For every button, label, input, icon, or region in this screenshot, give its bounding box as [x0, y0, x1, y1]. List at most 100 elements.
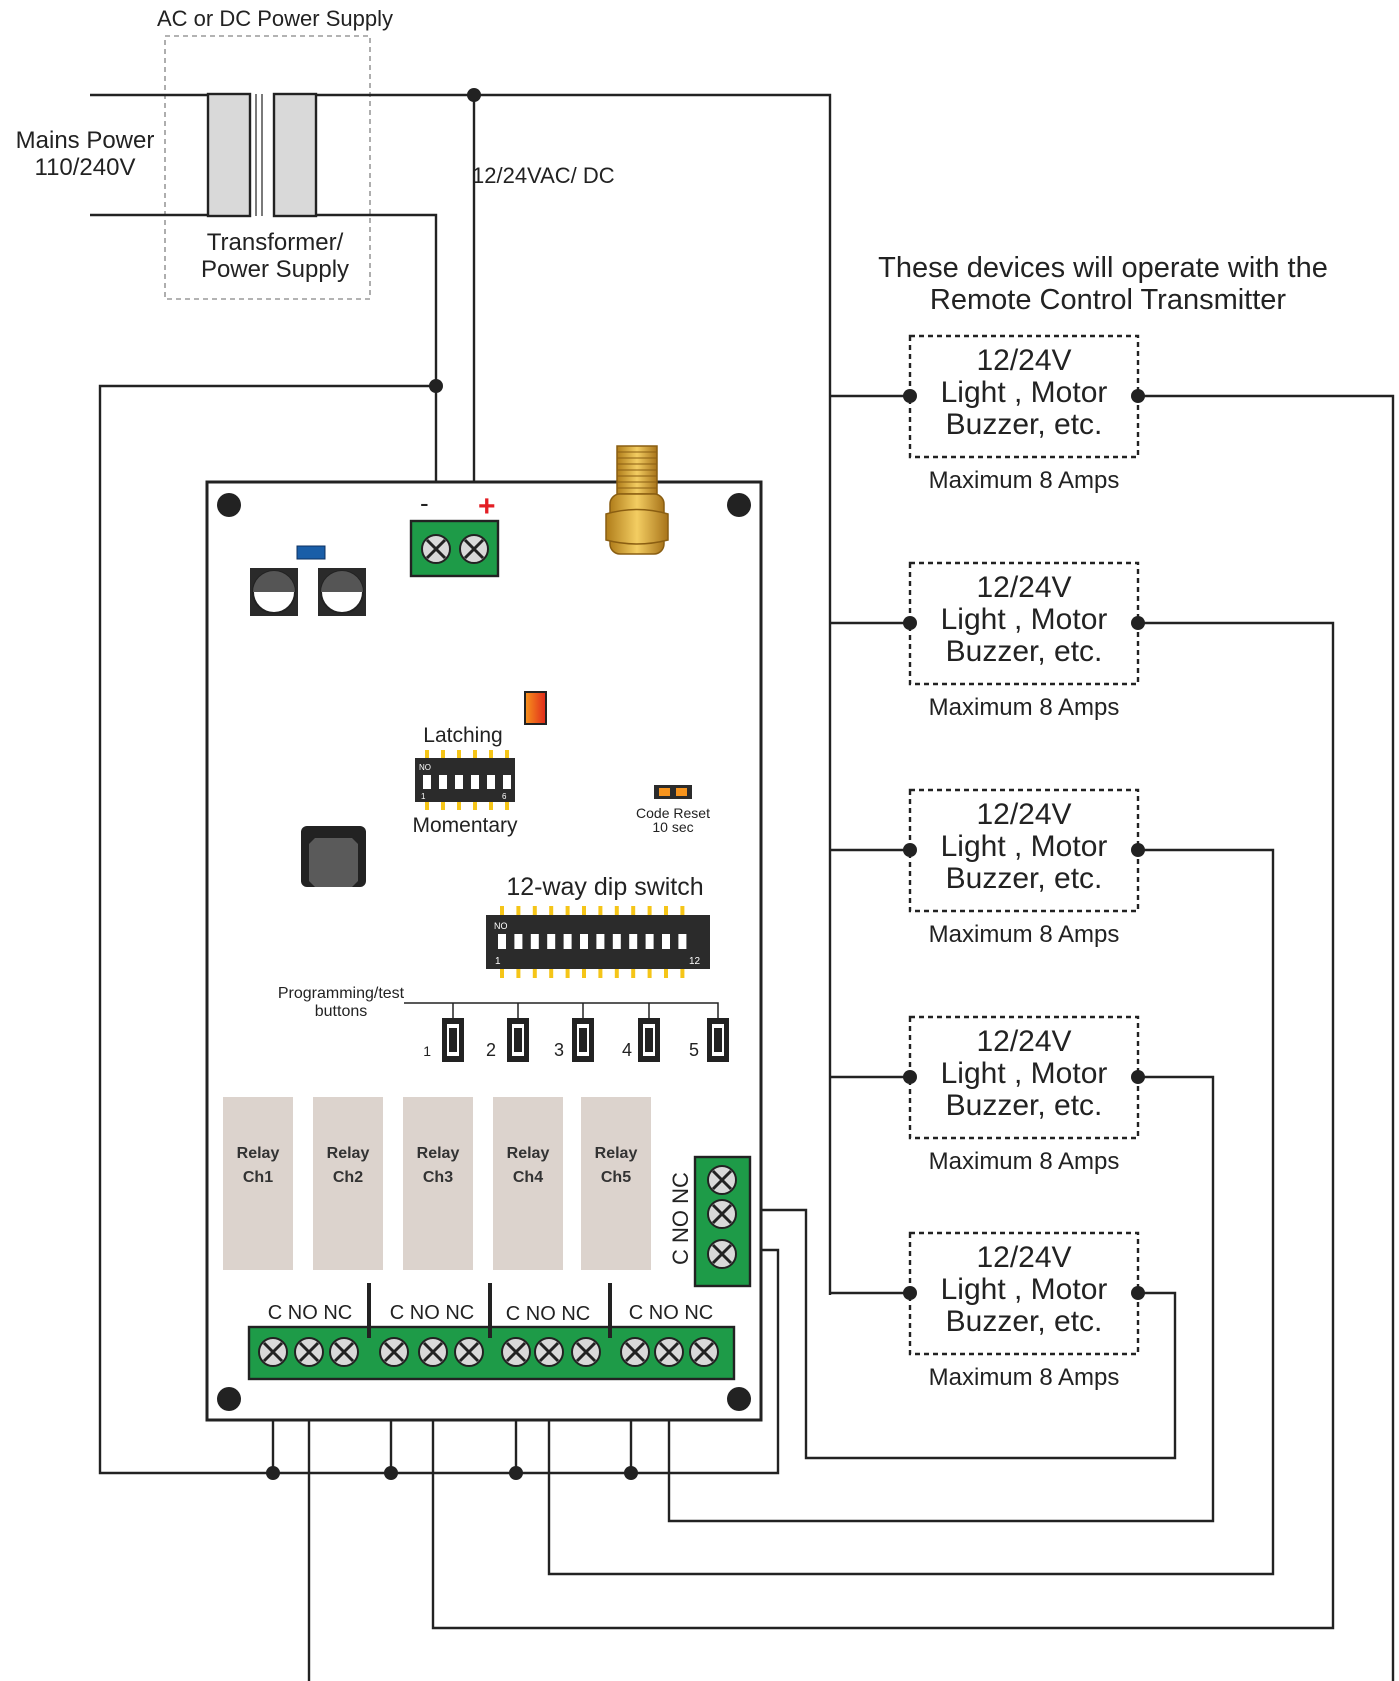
negative-common-wire	[98, 384, 780, 1475]
power-terminal-block: - +	[409, 488, 500, 578]
programming-button: 1	[423, 1018, 464, 1062]
mounting-hole	[217, 1387, 241, 1411]
device-box-1: 12/24V Light , Motor Buzzer, etc. Maximu…	[903, 334, 1145, 494]
dip-pin	[516, 906, 521, 915]
positive-bus-wire	[316, 93, 832, 1295]
transformer-secondary-coil	[272, 92, 318, 218]
relay-label: Relay	[417, 1145, 460, 1162]
device-voltage: 12/24V	[976, 1025, 1071, 1058]
dip-pin	[565, 969, 570, 978]
devices-panel: These devices will operate with the Remo…	[878, 252, 1328, 1391]
device-type: Light , Motor	[941, 1057, 1108, 1090]
push-button-icon	[301, 826, 366, 887]
mounting-hole	[727, 1387, 751, 1411]
screw-terminal-icon	[329, 1337, 359, 1367]
screw-terminal-icon	[501, 1337, 531, 1367]
dip-pin	[500, 969, 504, 978]
dip-key	[580, 934, 588, 949]
twelve-way-dip-switch: 12-way dip switch NO 1 12	[486, 873, 710, 978]
screw-terminal-icon	[379, 1337, 409, 1367]
dip-pin	[582, 969, 586, 978]
device-rating: Maximum 8 Amps	[929, 467, 1120, 494]
dip-pin	[680, 969, 685, 978]
supply-voltage-label: 12/24VAC/ DC	[472, 163, 615, 188]
minus-symbol: -	[420, 488, 429, 518]
screw-terminal-icon	[421, 534, 451, 564]
junction-dot	[509, 1466, 523, 1480]
power-supply: AC or DC Power Supply Mains Power 110/24…	[16, 6, 615, 300]
dip-key	[530, 934, 539, 949]
side-terminal-label: C NO NC	[668, 1172, 693, 1265]
screw-terminal-icon	[294, 1337, 324, 1367]
terminal-group-label: C NO NC	[629, 1302, 713, 1324]
programming-button-label: 3	[554, 1040, 564, 1060]
terminal-group-label: C NO NC	[506, 1303, 590, 1325]
dip-pin	[647, 969, 652, 978]
device2-return	[431, 621, 1335, 1630]
dip-pin	[582, 906, 586, 915]
device-type-2: Buzzer, etc.	[946, 1089, 1103, 1122]
device-type-2: Buzzer, etc.	[946, 408, 1103, 441]
negative-to-board-wire	[316, 213, 438, 535]
dip-key	[514, 934, 523, 949]
mounting-hole	[217, 493, 241, 517]
momentary-label: Momentary	[412, 814, 518, 837]
dip12-last-label: 12	[689, 956, 701, 967]
terminal-group-label: C NO NC	[268, 1302, 352, 1324]
device-voltage: 12/24V	[976, 1241, 1071, 1274]
device-type: Light , Motor	[941, 376, 1108, 409]
relay-label: Relay	[327, 1145, 370, 1162]
device3-return	[547, 848, 1275, 1576]
screw-terminal-icon	[454, 1337, 484, 1367]
code-reset-jumper: Code Reset 10 sec	[636, 785, 710, 835]
devices-heading-line1: These devices will operate with the	[878, 252, 1328, 284]
device4-return	[667, 1075, 1215, 1523]
device1-return	[1138, 394, 1395, 1681]
junction-dot	[429, 379, 443, 393]
relay-channel-label: Ch1	[243, 1169, 273, 1186]
device-rating: Maximum 8 Amps	[929, 694, 1120, 721]
receiver-board: - + Latching	[205, 445, 763, 1422]
dip-pin	[614, 906, 619, 915]
dip-pin	[664, 906, 668, 915]
wires	[90, 93, 1395, 1681]
dip12-on-label: NO	[494, 921, 508, 931]
dip-pin	[532, 969, 537, 978]
dip-key	[547, 934, 556, 949]
dip-first-label: 1	[421, 792, 426, 801]
code-reset-time-label: 10 sec	[652, 819, 693, 835]
mains-voltage-label: 110/240V	[35, 154, 136, 181]
relay-channel-label: Ch3	[423, 1169, 453, 1186]
device-rating: Maximum 8 Amps	[929, 921, 1120, 948]
capacitor-icon	[318, 568, 366, 616]
dip-on-label: NO	[419, 763, 431, 772]
dip-pin	[631, 906, 636, 915]
relay-channel-label: Ch4	[513, 1169, 543, 1186]
device-box-5: 12/24V Light , Motor Buzzer, etc. Maximu…	[903, 1231, 1145, 1391]
device-type: Light , Motor	[941, 1273, 1108, 1306]
dip-key	[629, 934, 638, 949]
relay-channel-label: Ch2	[333, 1169, 363, 1186]
dip-key	[645, 934, 654, 949]
device-rating: Maximum 8 Amps	[929, 1364, 1120, 1391]
screw-terminal-icon	[534, 1337, 564, 1367]
dip-pin	[680, 906, 685, 915]
dip-pin	[532, 906, 537, 915]
dip-pin	[549, 906, 554, 915]
screw-terminal-icon	[707, 1239, 737, 1269]
dip-key	[612, 934, 621, 949]
junction-dot	[624, 1466, 638, 1480]
junction-dot	[266, 1466, 280, 1480]
screw-terminal-icon	[571, 1337, 601, 1367]
relay-label: Relay	[507, 1145, 550, 1162]
junction-dot	[467, 88, 481, 102]
side-relay-terminal: C NO NC	[668, 1155, 752, 1288]
device-voltage: 12/24V	[976, 344, 1071, 377]
bottom-terminal-strip: C NO NC C NO NC C NO NC C NO NC	[247, 1283, 736, 1381]
